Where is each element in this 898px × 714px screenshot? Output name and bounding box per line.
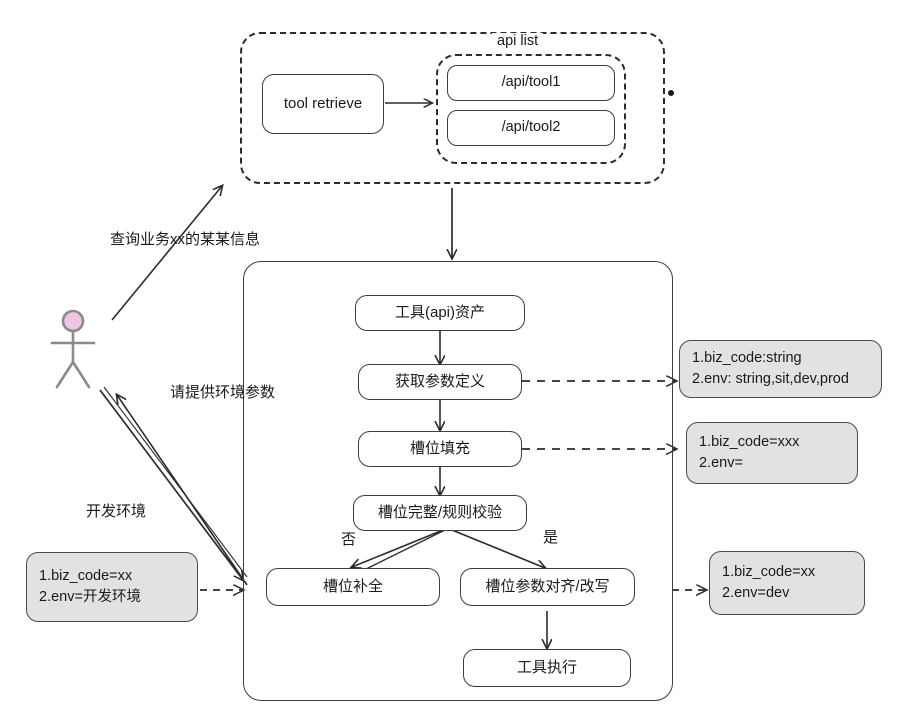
note-user-input: 1.biz_code=xx 2.env=开发环境 — [26, 552, 198, 622]
note-slot-fill-line1: 1.biz_code=xxx — [699, 433, 800, 450]
flow-step-tool-execute[interactable]: 工具执行 — [463, 649, 631, 687]
edge-validate-yes — [451, 529, 545, 568]
edge-label-dev-env: 开发环境 — [86, 503, 147, 520]
note-exec-result-line2: 2.env=dev — [722, 585, 790, 601]
note-param-def: 1.biz_code:string 2.env: string,sit,dev,… — [679, 340, 882, 398]
edge-actor-query — [111, 186, 222, 321]
note-exec-result-line1: 1.biz_code=xx — [722, 563, 816, 580]
decoration-dot — [668, 90, 674, 96]
flow-step-slot-align-rewrite[interactable]: 槽位参数对齐/改写 — [460, 568, 635, 606]
note-param-def-line1: 1.biz_code:string — [692, 349, 802, 366]
api-item-tool1[interactable]: /api/tool1 — [447, 65, 615, 101]
flow-step-slot-fill[interactable]: 槽位填充 — [358, 431, 522, 467]
edge-validate-no — [352, 529, 444, 567]
note-param-def-line2: 2.env: string,sit,dev,prod — [692, 371, 849, 387]
note-user-input-line2: 2.env=开发环境 — [39, 589, 141, 605]
flow-step-get-param-def[interactable]: 获取参数定义 — [358, 364, 522, 400]
branch-label-yes: 是 — [543, 529, 559, 546]
note-slot-fill-line2: 2.env= — [699, 455, 743, 471]
main-flow-container — [243, 261, 673, 701]
note-slot-fill: 1.biz_code=xxx 2.env= — [686, 422, 858, 484]
note-user-input-line1: 1.biz_code=xx — [39, 567, 133, 584]
edge-validate-no-b — [359, 528, 448, 573]
branch-label-no: 否 — [341, 531, 357, 548]
flow-step-slot-validate[interactable]: 槽位完整/规则校验 — [353, 495, 527, 531]
edge-label-ask-env: 请提供环境参数 — [170, 384, 276, 401]
note-exec-result: 1.biz_code=xx 2.env=dev — [709, 551, 865, 615]
actor-figure — [50, 309, 96, 389]
tool-retrieve-box[interactable]: tool retrieve — [262, 74, 384, 134]
flow-step-slot-complete[interactable]: 槽位补全 — [266, 568, 440, 606]
flow-step-tool-asset[interactable]: 工具(api)资产 — [355, 295, 525, 331]
api-list-title: api list — [492, 33, 544, 49]
retrieval-group — [240, 32, 665, 184]
edge-actor-dev-env — [99, 389, 243, 580]
edge-actor-dev-env-b — [103, 386, 248, 578]
api-list-group — [436, 54, 626, 164]
edge-label-query: 查询业务xx的某某信息 — [110, 231, 261, 248]
api-item-tool2[interactable]: /api/tool2 — [447, 110, 615, 146]
